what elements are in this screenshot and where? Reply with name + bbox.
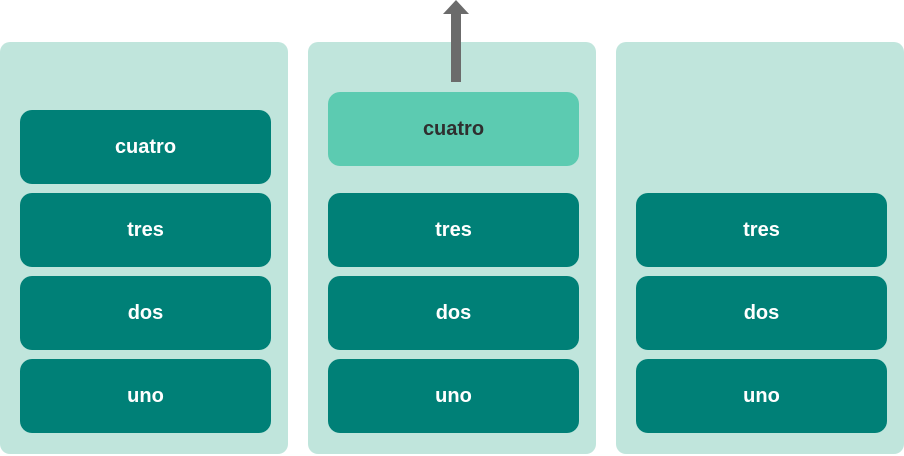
up-arrow-icon [443,0,469,82]
stack-item-uno: uno [20,359,271,433]
stack-item-dos: dos [328,276,579,350]
stack-item-dos: dos [20,276,271,350]
stack-item-uno: uno [636,359,887,433]
stack-item-tres: tres [636,193,887,267]
stack-item-dos: dos [636,276,887,350]
stack-item-popping-cuatro: cuatro [328,92,579,166]
stack-item-uno: uno [328,359,579,433]
stack-panel-after: tres dos uno [616,42,904,454]
stack-panel-popping: cuatro tres dos uno [308,42,596,454]
stack-item-tres: tres [20,193,271,267]
stack-item-cuatro: cuatro [20,110,271,184]
stack-item-tres: tres [328,193,579,267]
stack-panel-before: cuatro tres dos uno [0,42,288,454]
